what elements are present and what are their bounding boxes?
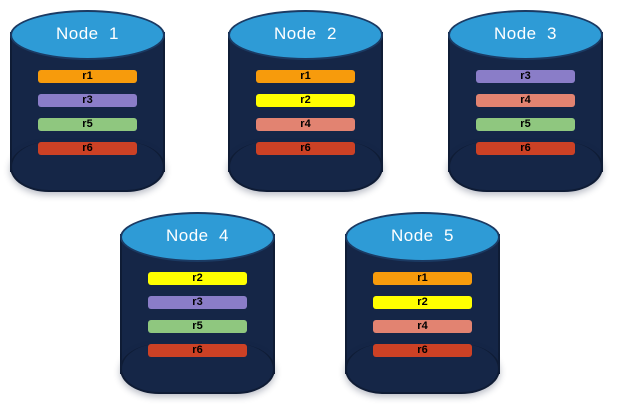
node-label: Node 4 bbox=[165, 226, 230, 245]
replica-bar: r4 bbox=[476, 94, 575, 107]
replica-bar: r4 bbox=[256, 118, 355, 131]
replica-bar: r2 bbox=[373, 296, 472, 309]
node-cylinder: Node 3 r3 r4 r5 r6 bbox=[448, 8, 603, 195]
cylinder-top-ellipse bbox=[10, 10, 165, 60]
node-cylinder: Node 5 r1 r2 r4 r6 bbox=[345, 210, 500, 397]
node-label: Node 5 bbox=[390, 226, 455, 245]
replica-bar: r2 bbox=[148, 272, 247, 285]
node-label: Node 1 bbox=[55, 24, 120, 43]
replica-bar: r6 bbox=[373, 344, 472, 357]
replica-bar: r6 bbox=[476, 142, 575, 155]
replica-bar: r3 bbox=[476, 70, 575, 83]
replica-bar: r5 bbox=[476, 118, 575, 131]
replica-bar: r6 bbox=[256, 142, 355, 155]
node-label: Node 3 bbox=[493, 24, 558, 43]
cylinder-top-ellipse bbox=[345, 212, 500, 262]
cylinder-top-ellipse bbox=[228, 10, 383, 60]
replica-list: r1 r3 r5 r6 bbox=[38, 70, 137, 155]
replica-list: r1 r2 r4 r6 bbox=[373, 272, 472, 357]
replica-bar: r1 bbox=[373, 272, 472, 285]
replica-bar: r2 bbox=[256, 94, 355, 107]
replica-list: r3 r4 r5 r6 bbox=[476, 70, 575, 155]
replica-list: r2 r3 r5 r6 bbox=[148, 272, 247, 357]
replica-bar: r1 bbox=[256, 70, 355, 83]
replica-bar: r5 bbox=[148, 320, 247, 333]
replica-list: r1 r2 r4 r6 bbox=[256, 70, 355, 155]
cylinder-top-ellipse bbox=[448, 10, 603, 60]
node-cylinder: Node 1 r1 r3 r5 r6 bbox=[10, 8, 165, 195]
replica-bar: r6 bbox=[148, 344, 247, 357]
cylinder-top-ellipse bbox=[120, 212, 275, 262]
replica-bar: r6 bbox=[38, 142, 137, 155]
replica-bar: r4 bbox=[373, 320, 472, 333]
node-label: Node 2 bbox=[273, 24, 338, 43]
node-cylinder: Node 4 r2 r3 r5 r6 bbox=[120, 210, 275, 397]
replica-bar: r3 bbox=[148, 296, 247, 309]
replica-bar: r1 bbox=[38, 70, 137, 83]
node-cylinder: Node 2 r1 r2 r4 r6 bbox=[228, 8, 383, 195]
replica-bar: r5 bbox=[38, 118, 137, 131]
replica-bar: r3 bbox=[38, 94, 137, 107]
